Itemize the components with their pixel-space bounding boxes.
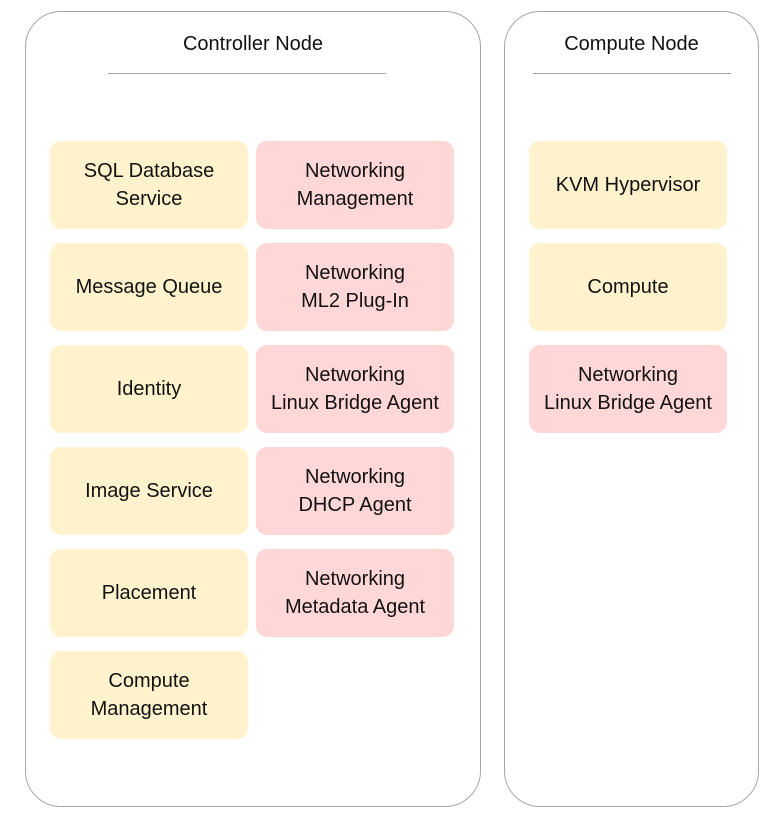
service-label: Networking ML2 Plug-In (301, 262, 409, 312)
service-networking-management: Networking Management (256, 141, 454, 229)
service-label: Networking Management (296, 160, 414, 210)
service-compute-management: Compute Management (50, 651, 248, 739)
controller-node: Controller Node SQL Database Service Mes… (25, 11, 481, 807)
service-networking-linux-bridge-agent: Networking Linux Bridge Agent (256, 345, 454, 433)
service-label: Networking DHCP Agent (298, 466, 412, 516)
service-kvm-hypervisor: KVM Hypervisor (529, 141, 727, 229)
service-message-queue: Message Queue (50, 243, 248, 331)
service-label: Placement (101, 582, 197, 604)
service-networking-ml2-plugin: Networking ML2 Plug-In (256, 243, 454, 331)
compute-node-divider (533, 73, 731, 74)
controller-node-title: Controller Node (182, 33, 324, 55)
controller-node-divider (108, 73, 386, 74)
service-identity: Identity (50, 345, 248, 433)
service-label: Identity (116, 378, 182, 400)
service-compute-networking-linux-bridge-agent: Networking Linux Bridge Agent (529, 345, 727, 433)
service-compute: Compute (529, 243, 727, 331)
service-label: KVM Hypervisor (555, 174, 701, 196)
service-label: Image Service (85, 480, 213, 502)
service-sql-database: SQL Database Service (50, 141, 248, 229)
service-label: Compute (587, 276, 669, 298)
service-label: Compute Management (90, 670, 208, 720)
service-label: Networking Linux Bridge Agent (544, 364, 712, 414)
service-placement: Placement (50, 549, 248, 637)
service-networking-metadata-agent: Networking Metadata Agent (256, 549, 454, 637)
compute-node-title: Compute Node (564, 33, 699, 55)
service-image: Image Service (50, 447, 248, 535)
service-label: Networking Metadata Agent (284, 568, 426, 618)
service-networking-dhcp-agent: Networking DHCP Agent (256, 447, 454, 535)
service-label: SQL Database Service (83, 160, 215, 210)
compute-node: Compute Node KVM Hypervisor Compute Netw… (504, 11, 759, 807)
service-label: Networking Linux Bridge Agent (271, 364, 439, 414)
service-label: Message Queue (75, 276, 223, 298)
